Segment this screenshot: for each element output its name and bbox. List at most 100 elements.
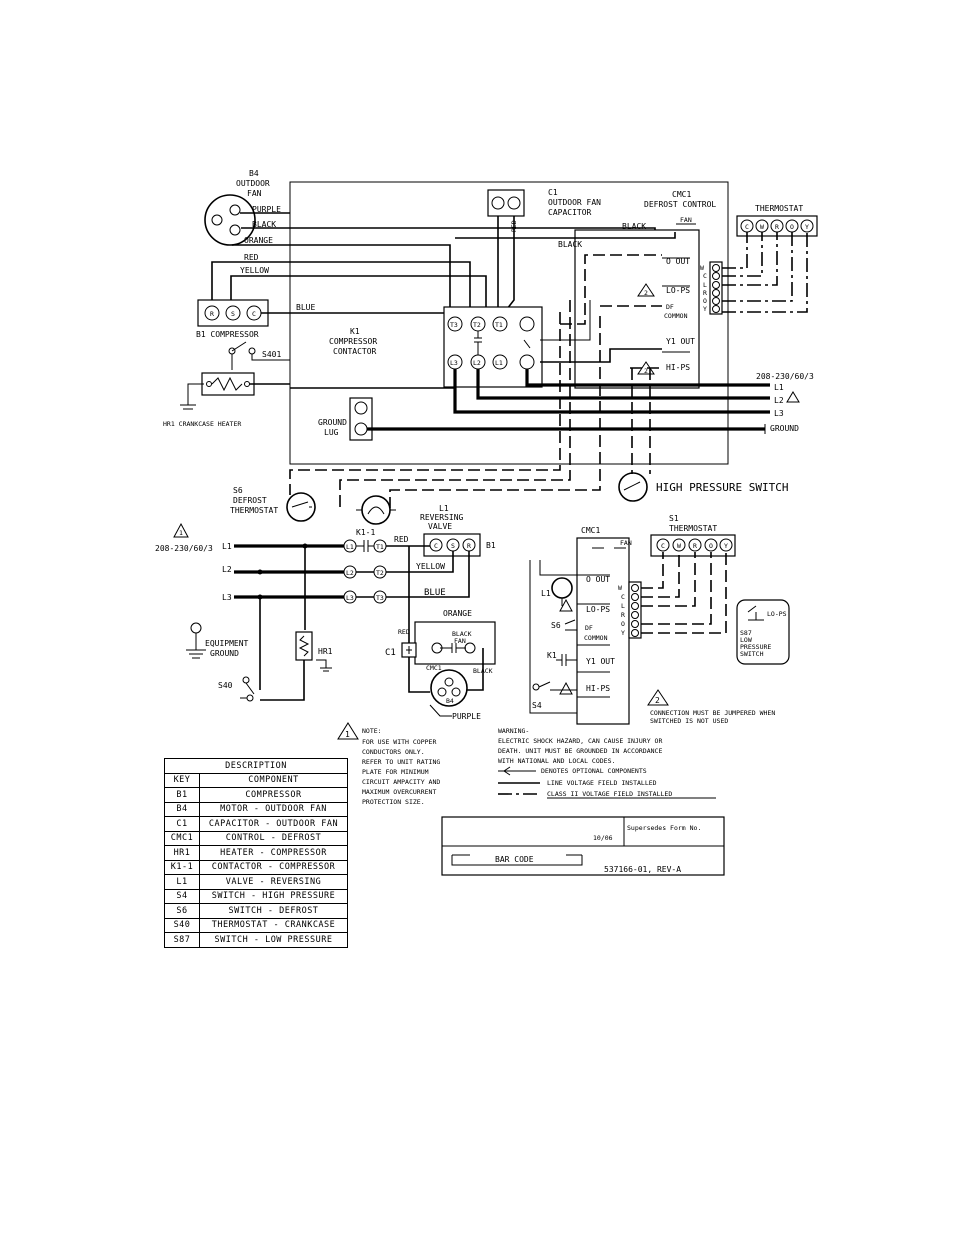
cmc1-s4-switch bbox=[532, 681, 577, 691]
contactor-label: K1 bbox=[350, 327, 360, 336]
capacitor-label: OUTDOOR FAN bbox=[548, 198, 601, 207]
note1-triangle bbox=[337, 722, 359, 740]
common-label: COMMON bbox=[664, 312, 688, 320]
svg-text:T1: T1 bbox=[376, 543, 384, 551]
class2-wire bbox=[722, 232, 763, 277]
schematic-blue-label: BLUE bbox=[424, 588, 446, 598]
defrost-thermostat-label: S6 bbox=[233, 486, 243, 495]
lo-ps-label: LO-PS bbox=[666, 286, 690, 295]
schematic-fan-label: FAN bbox=[454, 637, 466, 645]
legend-header-component: COMPONENT bbox=[199, 772, 348, 788]
heater-element bbox=[211, 376, 243, 392]
legend-title: DESCRIPTION bbox=[164, 758, 348, 774]
cmc1-terminal-label: W bbox=[618, 584, 622, 592]
schematic-blue-wire bbox=[386, 551, 470, 598]
capacitor-label: CAPACITOR bbox=[548, 208, 592, 217]
reversing-valve-coil bbox=[361, 495, 391, 525]
s87-lo-ps-label: LO-PS bbox=[767, 610, 787, 618]
high-pressure-switch-label: HIGH PRESSURE SWITCH bbox=[656, 481, 788, 494]
svg-text:R: R bbox=[775, 223, 779, 231]
note2-triangle bbox=[637, 283, 655, 297]
o-out-wire bbox=[560, 254, 662, 325]
black-wire-label: BLACK bbox=[252, 220, 276, 229]
note1-triangle bbox=[786, 391, 800, 403]
orange-wire bbox=[232, 244, 451, 320]
svg-text:W: W bbox=[760, 223, 764, 231]
ground-lug-label: GROUND bbox=[318, 418, 347, 427]
schematic-c1-label: C1 bbox=[385, 648, 396, 658]
s1-wire bbox=[641, 552, 727, 634]
compressor-label: B1 COMPRESSOR bbox=[196, 330, 259, 339]
hi-ps-label: HI-PS bbox=[666, 363, 690, 372]
outdoor-fan-label: OUTDOOR bbox=[236, 179, 270, 188]
ground-screw bbox=[354, 401, 368, 415]
fan-control-group bbox=[414, 621, 496, 665]
svg-text:O: O bbox=[709, 542, 713, 550]
svg-text:O: O bbox=[790, 223, 794, 231]
unit-enclosure bbox=[289, 181, 729, 465]
board-terminal-label: O bbox=[703, 297, 707, 305]
cmc1-terminal-label: L bbox=[621, 602, 625, 610]
high-pressure-switch bbox=[618, 472, 648, 502]
line-l1-label: L1 bbox=[774, 383, 784, 392]
schematic-l3-label: L3 bbox=[222, 593, 232, 602]
schematic-hr1-label: HR1 bbox=[318, 647, 333, 656]
svg-text:Y: Y bbox=[805, 223, 809, 231]
svg-text:C: C bbox=[434, 542, 438, 550]
yellow-wire bbox=[230, 275, 487, 320]
line-voltage-text: LINE VOLTAGE FIELD INSTALLED bbox=[547, 779, 657, 787]
svg-text:T2: T2 bbox=[473, 321, 481, 329]
svg-text:L2: L2 bbox=[346, 569, 354, 577]
cmc1-common-label: COMMON bbox=[584, 634, 608, 642]
board-terminal-label: R bbox=[703, 289, 707, 297]
heater-wire bbox=[249, 369, 456, 389]
compressor bbox=[197, 299, 269, 327]
defrost-control-label: DEFROST CONTROL bbox=[644, 200, 716, 209]
svg-text:Y: Y bbox=[724, 542, 728, 550]
s87-label: PRESSURE bbox=[740, 643, 771, 651]
blue-wire-label: BLUE bbox=[296, 303, 315, 312]
cmc1-fan-contact bbox=[440, 643, 466, 653]
svg-text:R: R bbox=[467, 542, 471, 550]
thermostat-label: THERMOSTAT bbox=[755, 204, 803, 213]
schematic-fan-motor bbox=[430, 669, 468, 707]
schematic-red-label: RED bbox=[398, 628, 410, 636]
equipment-ground-label: GROUND bbox=[210, 649, 239, 658]
cmc1-lo-ps-label: LO-PS bbox=[586, 605, 610, 614]
svg-text:C: C bbox=[252, 310, 256, 318]
yellow-wire-label: YELLOW bbox=[240, 266, 269, 275]
cmc1-terminal-label: C bbox=[621, 593, 625, 601]
l2-row: L2 T2 bbox=[343, 565, 387, 579]
crankcase-heater-label: HR1 CRANKCASE HEATER bbox=[163, 420, 241, 428]
reversing-valve-wire bbox=[389, 316, 601, 508]
legend-header-key: KEY bbox=[164, 772, 200, 788]
bar-code-label: BAR CODE bbox=[495, 855, 534, 864]
red-wire bbox=[211, 261, 471, 320]
schematic-yellow-label: YELLOW bbox=[416, 562, 445, 571]
compressor-terminal-r bbox=[204, 305, 220, 321]
power-line-l3 bbox=[453, 369, 770, 414]
fan-terminal-label: FAN bbox=[680, 216, 692, 224]
schematic-purple-label: PURPLE bbox=[452, 712, 481, 721]
note1-ref: 1 bbox=[179, 529, 183, 537]
date-label: 10/06 bbox=[593, 834, 613, 842]
svg-text:C: C bbox=[745, 223, 749, 231]
equipment-ground-label: EQUIPMENT bbox=[205, 639, 249, 648]
s1-wire bbox=[641, 552, 680, 598]
note2-text: CONNECTION MUST BE JUMPERED WHEN bbox=[650, 709, 775, 717]
schematic-l1-label: L1 bbox=[222, 542, 232, 551]
reversing-valve-wire bbox=[339, 300, 571, 508]
svg-text:R: R bbox=[693, 542, 697, 550]
warning-text: ELECTRIC SHOCK HAZARD, CAN CAUSE INJURY … bbox=[498, 737, 662, 745]
reversing-valve-coil-label: L1 bbox=[439, 504, 449, 513]
cmc1-s4-label: S4 bbox=[532, 701, 542, 710]
schematic-b4-label: B4 bbox=[446, 697, 454, 705]
schematic-b1-label: B1 bbox=[486, 541, 496, 550]
schematic-red-label: RED bbox=[394, 535, 409, 544]
